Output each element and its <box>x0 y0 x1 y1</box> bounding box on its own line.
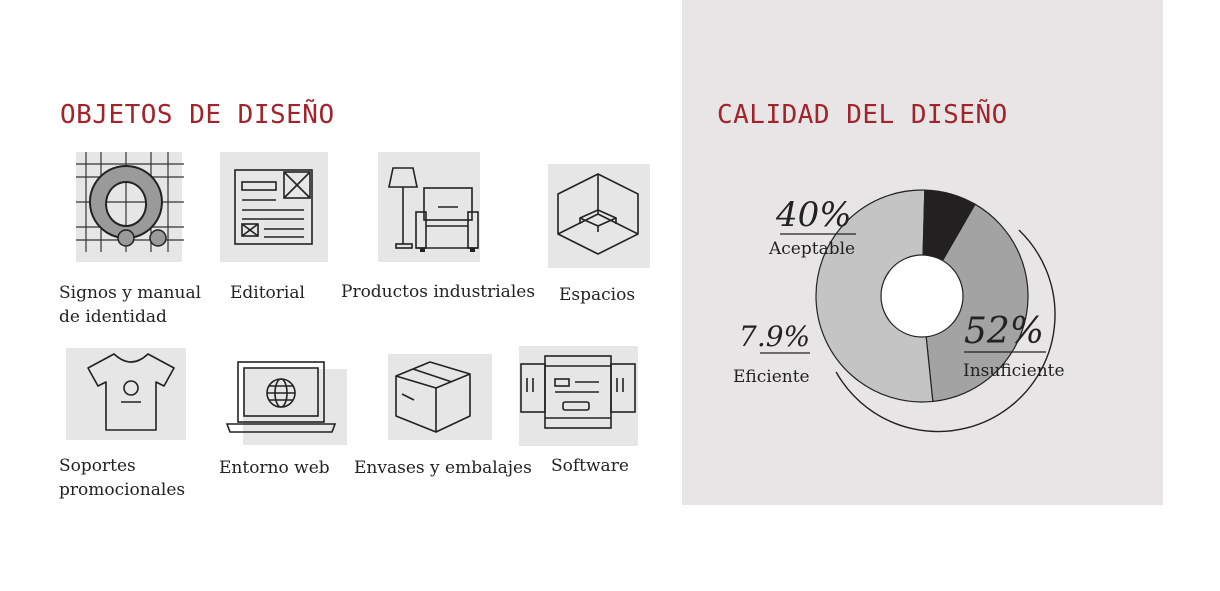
label-pct-eficiente: 7.9% <box>739 320 810 353</box>
donut-hole <box>880 254 964 338</box>
room-cube-icon <box>557 173 639 255</box>
item-label-espacios: Espacios <box>559 285 636 305</box>
slice-insuficiente <box>815 189 934 403</box>
tile-envases <box>388 354 492 440</box>
section-title-calidad: CALIDAD DEL DISEÑO <box>717 100 1008 130</box>
identity-grid-icon <box>76 152 184 252</box>
item-label-editorial: Editorial <box>230 283 305 303</box>
tile-software <box>519 346 638 446</box>
item-label-entorno-web: Entorno web <box>219 458 330 478</box>
item-label-productos: Productos industriales <box>341 282 536 302</box>
label-cat-insuficiente: Insuficiente <box>963 361 1065 381</box>
tile-productos <box>378 152 480 262</box>
laptop-globe-icon <box>225 361 337 433</box>
quality-donut-chart: 40% Aceptable 52% Insuficiente 7.9% Efic… <box>733 189 1065 433</box>
software-window-icon <box>520 355 636 429</box>
item-label-software: Software <box>551 456 629 476</box>
label-pct-aceptable: 40% <box>775 195 852 235</box>
section-title-objetos: OBJETOS DE DISEÑO <box>60 100 335 130</box>
box-package-icon <box>395 361 471 433</box>
armchair-lamp-icon <box>388 167 479 252</box>
editorial-page-icon <box>234 169 313 245</box>
label-cat-eficiente: Eficiente <box>733 367 810 387</box>
item-label-envases: Envases y embalajes <box>354 458 532 478</box>
tile-espacios <box>548 164 650 268</box>
label-cat-aceptable: Aceptable <box>768 239 855 259</box>
label-pct-insuficiente: 52% <box>964 311 1044 352</box>
tshirt-icon <box>87 353 175 431</box>
outer-arc-guide <box>835 229 1056 433</box>
